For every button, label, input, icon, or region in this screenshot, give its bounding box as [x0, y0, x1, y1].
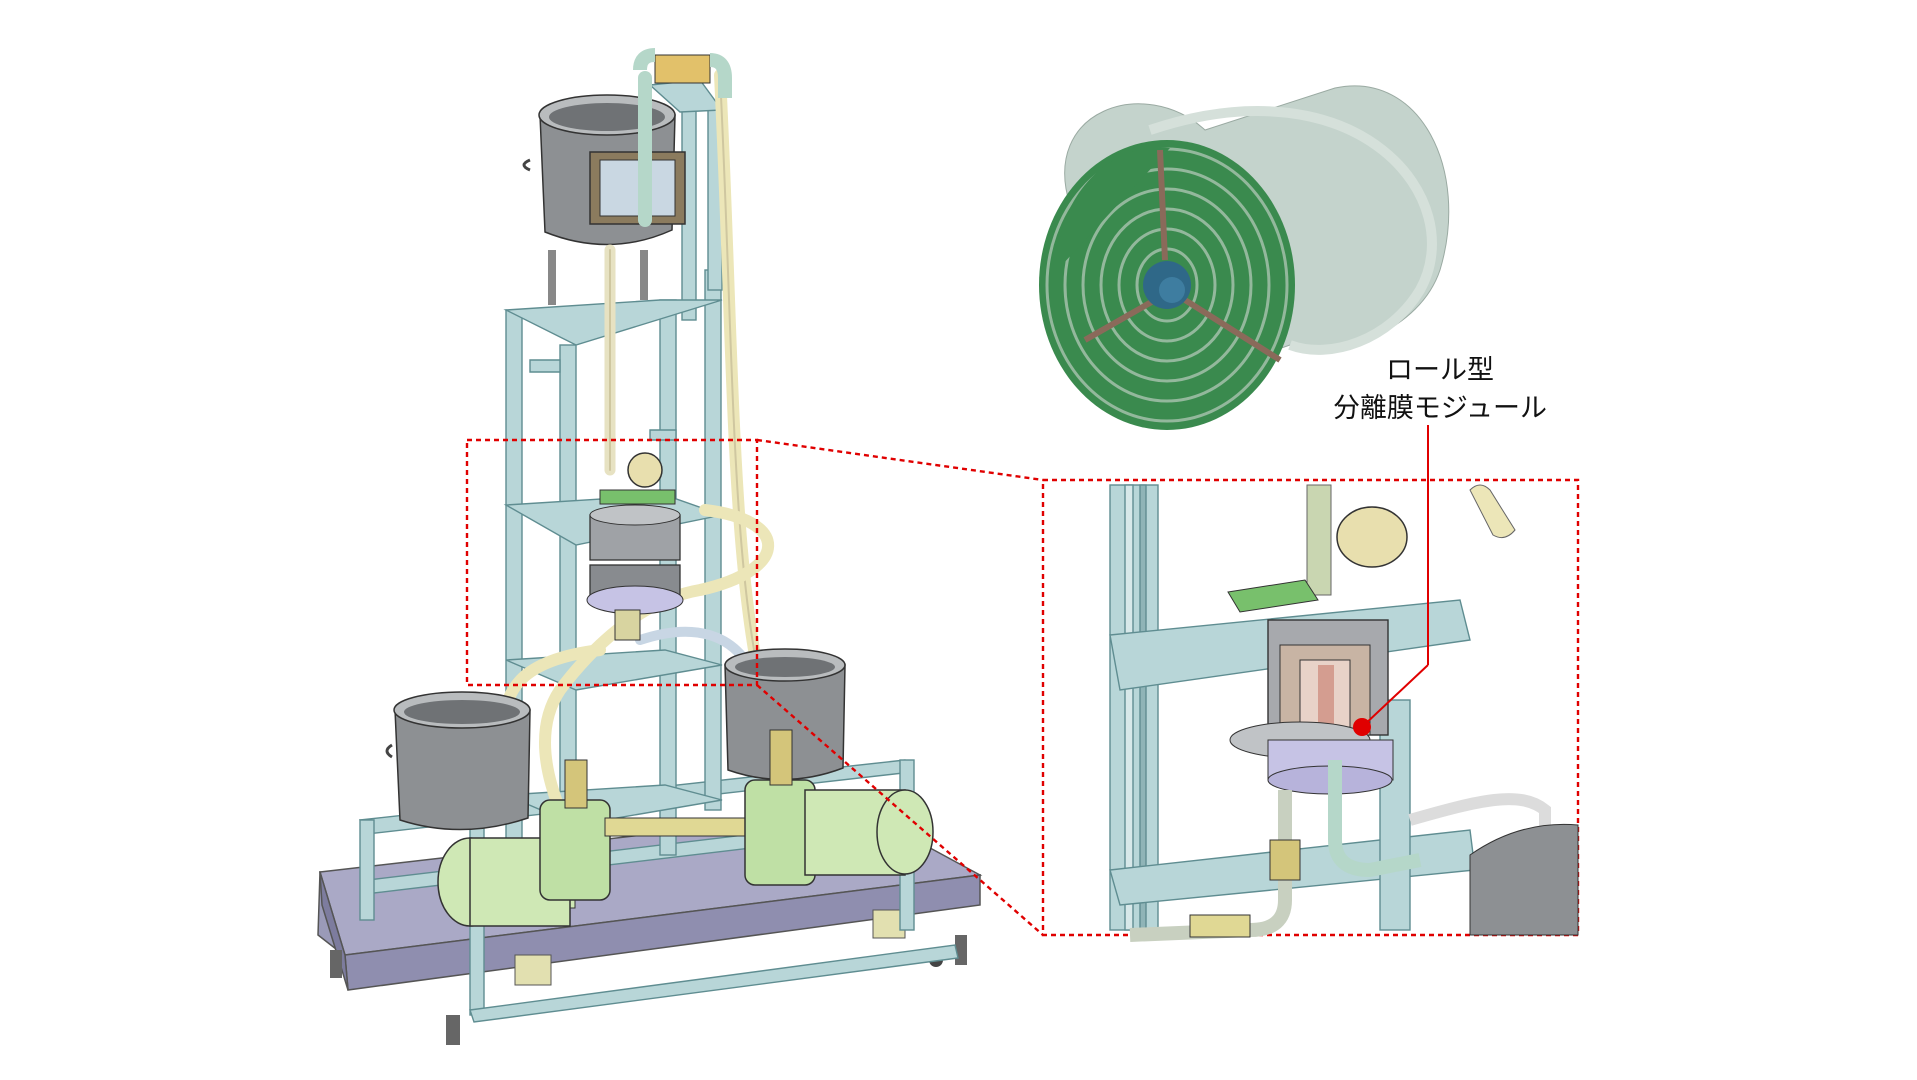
zoomed-module-view — [1109, 484, 1579, 942]
left-pump — [437, 759, 611, 927]
membrane-roll — [1039, 85, 1450, 430]
tower-membrane-module — [586, 452, 684, 641]
top-fitting — [633, 48, 732, 98]
zoom-connector-top — [756, 438, 1044, 482]
zoom-indicator — [465, 438, 1580, 937]
right-lower-pot — [724, 648, 846, 781]
label-line-1: ロール型 — [1386, 355, 1494, 386]
left-lower-pot — [385, 691, 531, 831]
membrane-module-label: ロール型 分離膜モジュール — [1320, 352, 1560, 428]
zoom-connector-bottom — [756, 684, 1044, 936]
right-pump — [744, 729, 934, 886]
label-line-2: 分離膜モジュール — [1332, 393, 1548, 424]
apparatus-overview — [317, 48, 983, 1045]
membrane-spiral-face — [1039, 140, 1295, 430]
pump-shaft — [604, 817, 756, 837]
callout-leader — [1353, 425, 1429, 736]
zoom-source-box — [465, 438, 759, 687]
callout-marker-dot — [1353, 718, 1371, 736]
